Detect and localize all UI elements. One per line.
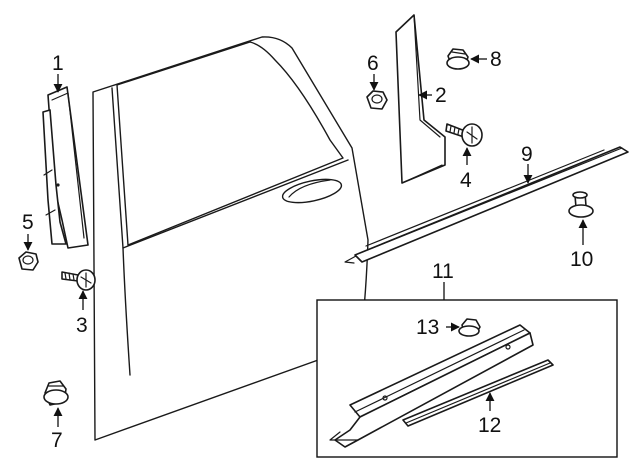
callout-labels: 1 2 3 4 5 6 7 8 9 10 11 12 13 <box>22 48 593 452</box>
callout-3: 3 <box>76 314 88 337</box>
part-10-clip <box>568 191 594 218</box>
callout-13: 13 <box>416 316 439 339</box>
part-8-clip <box>446 48 470 70</box>
part-1-pillar-applique <box>42 86 89 249</box>
callout-4: 4 <box>460 169 472 192</box>
part-4-screw <box>445 123 483 147</box>
callout-6: 6 <box>367 52 379 75</box>
callout-5: 5 <box>22 211 34 234</box>
callout-1: 1 <box>52 52 64 75</box>
callout-11: 11 <box>432 260 454 283</box>
callout-10: 10 <box>570 248 593 271</box>
callout-8: 8 <box>490 48 502 71</box>
part-11-group-box <box>316 299 618 458</box>
callout-7: 7 <box>51 429 63 452</box>
part-12-strip <box>402 359 554 427</box>
callout-12: 12 <box>478 414 501 437</box>
part-7-clip <box>43 380 69 406</box>
leader-lines <box>23 54 588 427</box>
part-11-rocker-moulding <box>329 324 534 448</box>
part-3-screw <box>61 269 96 291</box>
part-6-nut <box>366 90 388 110</box>
callout-2: 2 <box>435 84 447 107</box>
callout-9: 9 <box>521 143 533 166</box>
part-5-nut <box>18 251 39 271</box>
